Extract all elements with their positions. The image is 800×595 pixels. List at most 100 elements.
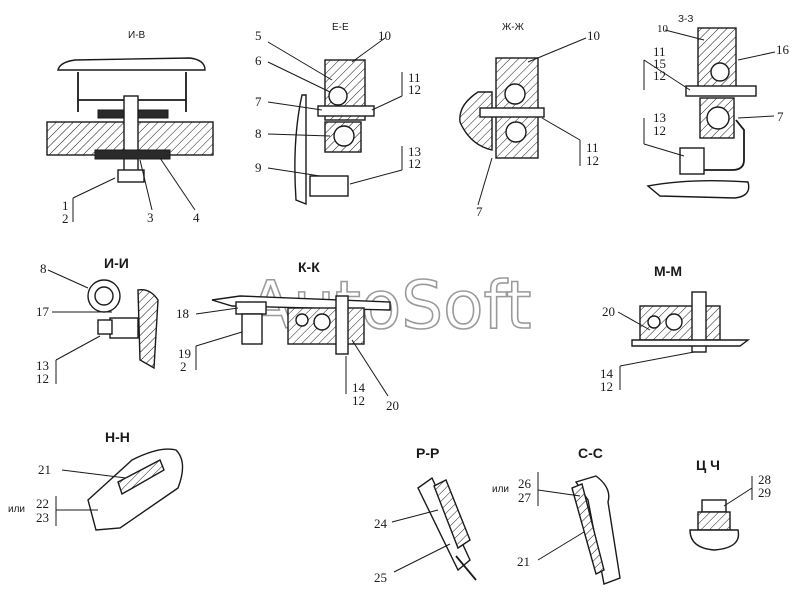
ii-bracket (109, 317, 139, 339)
callout-zz-15: 15 (653, 56, 666, 71)
zz-leader-7 (737, 115, 775, 119)
ee-door (294, 94, 307, 206)
ee-tube-1 (328, 86, 348, 106)
section-zhzh-title: Ж-Ж (502, 22, 525, 33)
callout-ee-7: 7 (255, 94, 262, 109)
callout-ee-5: 5 (255, 28, 262, 43)
zhzh-bolt (479, 107, 545, 118)
kk-leader-18 (195, 307, 239, 315)
kk-leader-20 (351, 339, 389, 397)
vv-leader-12 (72, 177, 116, 199)
section-vv-title: И-В (128, 30, 146, 41)
zz-nut (679, 147, 705, 175)
callout-kk-19: 19 (178, 346, 191, 361)
nn-leader-21 (61, 469, 127, 479)
section-mm-title: М-М (654, 263, 682, 279)
callout-ii-13: 13 (36, 358, 49, 373)
mm-tube-1 (647, 315, 661, 329)
callout-ee-11: 11 (408, 70, 421, 85)
ii-nut (97, 319, 113, 335)
mm-bolt (691, 291, 707, 353)
zz-leader-10 (664, 29, 705, 41)
callout-ee-12: 12 (408, 82, 421, 97)
callout-zhzh-12: 12 (586, 153, 599, 168)
ee-leader-5 (267, 41, 333, 81)
zz-tube-1 (710, 62, 730, 82)
callout-vv-2: 2 (62, 211, 69, 226)
callout-ee-13: 13 (408, 144, 421, 159)
rr-leader-25 (393, 543, 451, 573)
section-kk: К-К 18 19 2 14 12 20 (176, 259, 399, 413)
section-zhzh: Ж-Ж 10 11 12 7 (459, 22, 600, 219)
mm-plate (631, 339, 751, 347)
section-vv: И-В 1 2 3 4 (46, 30, 214, 226)
ss-leader-26 (537, 489, 581, 497)
zz-leader-16 (737, 51, 776, 61)
callout-kk-14: 14 (352, 380, 366, 395)
ii-leader-13 (55, 335, 101, 361)
zz-leader-11 (643, 59, 691, 91)
callout-zz-10: 10 (657, 23, 669, 35)
vv-washer (94, 149, 171, 160)
section-ss: С-С или 26 27 21 (492, 445, 621, 585)
section-ii-title: И-И (104, 255, 129, 271)
ee-leader-7 (267, 101, 323, 111)
callout-kk-2: 2 (180, 359, 187, 374)
callout-zhzh-7: 7 (476, 204, 483, 219)
section-ii: И-И 8 17 13 12 (36, 255, 159, 386)
callout-kk-20: 20 (386, 398, 399, 413)
callout-ii-17: 17 (36, 304, 50, 319)
kk-tube-1 (295, 313, 309, 327)
ee-leader-11 (371, 95, 403, 111)
zhzh-leader-11 (541, 117, 581, 141)
callout-mm-20: 20 (602, 304, 615, 319)
callout-rr-25: 25 (374, 570, 387, 585)
vv-cap (57, 57, 206, 71)
section-nn: Н-Н 21 или 22 23 (8, 429, 184, 531)
nn-handle (87, 448, 184, 531)
callout-ss-26: 26 (518, 476, 532, 491)
kk-tube-2 (313, 313, 331, 331)
vv-leader-4 (159, 157, 196, 211)
vv-bolt (123, 95, 139, 177)
callout-ee-8: 8 (255, 126, 262, 141)
mm-leader-14 (619, 351, 695, 367)
vv-nut (117, 169, 145, 183)
ee-leader-10 (351, 37, 386, 63)
zz-bolt (685, 85, 757, 97)
callout-mm-14: 14 (600, 366, 614, 381)
section-tsch-title: Ц Ч (696, 457, 720, 473)
kk-bolt-left (241, 313, 263, 345)
section-kk-title: К-К (298, 259, 320, 275)
callout-ss-27: 27 (518, 490, 532, 505)
ee-tube-2 (333, 125, 355, 147)
section-rr: Р-Р 24 25 (374, 445, 477, 585)
nn-insert (117, 459, 165, 496)
section-tsch: Ц Ч 28 29 (689, 457, 771, 551)
ee-leader-8 (267, 133, 331, 137)
zz-leader-13 (643, 143, 685, 157)
vv-leader-3 (139, 159, 153, 211)
callout-nn-23: 23 (36, 510, 49, 525)
ii-panel (137, 289, 159, 370)
rr-insert (433, 479, 471, 550)
tsch-body (697, 511, 731, 531)
callout-tsch-29: 29 (758, 485, 771, 500)
section-ee: Е-Е 5 10 6 11 12 7 8 13 12 9 (255, 22, 421, 206)
callout-tsch-28: 28 (758, 472, 771, 487)
callout-ss-21: 21 (517, 554, 530, 569)
ee-bolt (317, 105, 375, 117)
callout-ee-9: 9 (255, 160, 262, 175)
callout-zhzh-11: 11 (586, 140, 599, 155)
callout-nn-21: 21 (38, 462, 51, 477)
callout-kk-12: 12 (352, 393, 365, 408)
callout-ee-10: 10 (378, 28, 391, 43)
section-zz-title: З-З (678, 14, 693, 25)
ii-tube-inner (94, 286, 114, 306)
callout-ee-6: 6 (255, 53, 262, 68)
mm-leader-20 (617, 311, 651, 331)
callout-zz-12b: 12 (653, 123, 666, 138)
callout-mm-12: 12 (600, 379, 613, 394)
callout-vv-1: 1 (62, 198, 69, 213)
